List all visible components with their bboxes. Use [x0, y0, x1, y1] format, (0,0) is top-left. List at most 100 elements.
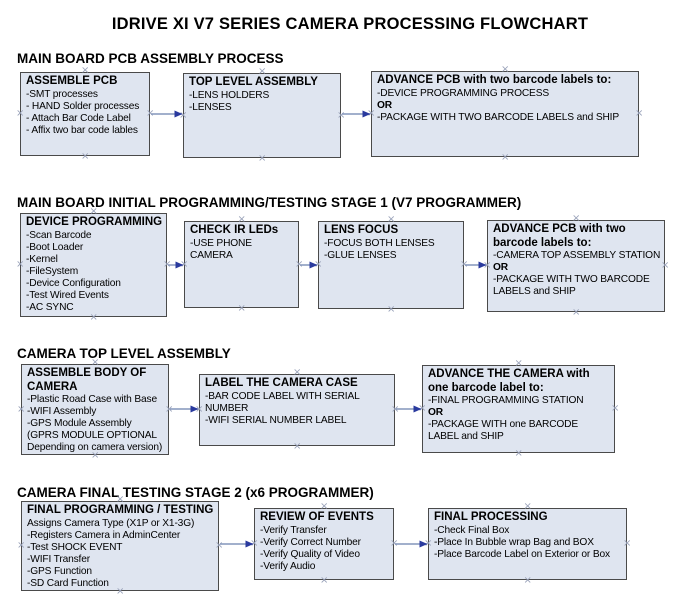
box-title: DEVICE PROGRAMMING	[26, 216, 163, 228]
connection-handle-icon	[17, 405, 25, 414]
connection-handle-icon	[295, 260, 303, 269]
box-item: -Kernel	[26, 253, 58, 265]
connection-handle-icon	[258, 67, 266, 76]
connection-handle-icon	[387, 215, 395, 224]
box-item: -FOCUS BOTH LENSES	[324, 237, 435, 249]
box-item: -Scan Barcode	[26, 229, 92, 241]
flow-box-lens-focus: LENS FOCUS -FOCUS BOTH LENSES -GLUE LENS…	[318, 221, 464, 309]
connection-handle-icon	[501, 65, 509, 74]
connection-handle-icon	[661, 261, 669, 270]
flow-box-check-ir-leds: CHECK IR LEDs -USE PHONE CAMERA	[184, 221, 299, 308]
connection-handle-icon	[424, 539, 432, 548]
box-item: -Verify Correct Number	[260, 536, 361, 548]
connection-handle-icon	[320, 502, 328, 511]
section-heading-pcb-assembly: MAIN BOARD PCB ASSEMBLY PROCESS	[17, 51, 284, 66]
connection-handle-icon	[90, 313, 98, 322]
box-item: - Affix two bar code lables	[26, 124, 138, 136]
box-item: Depending on camera version)	[27, 442, 163, 453]
flow-box-final-processing: FINAL PROCESSING -Check Final Box -Place…	[428, 508, 627, 580]
connection-handle-icon	[81, 152, 89, 161]
box-item: -Verify Quality of Video	[260, 548, 360, 560]
connection-handle-icon	[391, 405, 399, 414]
box-title: ADVANCE PCB with two barcode labels to:	[493, 223, 626, 249]
box-item: -SD Card Function	[27, 577, 109, 589]
connection-handle-icon	[337, 111, 345, 120]
box-title: ASSEMBLE BODY OF CAMERA	[27, 367, 147, 393]
connection-handle-icon	[238, 215, 246, 224]
connection-handle-icon	[320, 576, 328, 585]
box-title: FINAL PROCESSING	[434, 511, 548, 523]
box-item: -FileSystem	[26, 265, 79, 277]
connection-handle-icon	[623, 539, 631, 548]
box-title: ADVANCE PCB with two barcode labels to:	[377, 74, 612, 86]
box-item: -BAR CODE LABEL WITH SERIAL NUMBER	[205, 390, 360, 414]
flow-box-assemble-body: ASSEMBLE BODY OF CAMERA -Plastic Road Ca…	[21, 364, 169, 455]
connection-handle-icon	[293, 368, 301, 377]
connection-handle-icon	[215, 541, 223, 550]
flow-box-label-camera-case: LABEL THE CAMERA CASE -BAR CODE LABEL WI…	[199, 374, 395, 446]
connection-handle-icon	[146, 109, 154, 118]
box-title: FINAL PROGRAMMING / TESTING	[27, 504, 214, 516]
box-item: -Test Wired Events	[26, 289, 109, 301]
box-item: -USE PHONE CAMERA	[190, 237, 252, 261]
box-item: -Verify Transfer	[260, 524, 327, 536]
connection-handle-icon	[81, 66, 89, 75]
connection-handle-icon	[367, 109, 375, 118]
box-title: ASSEMBLE PCB	[26, 75, 118, 87]
box-item: - Attach Bar Code Label	[26, 112, 131, 124]
section-heading-camera-top-assembly: CAMERA TOP LEVEL ASSEMBLY	[17, 346, 231, 361]
box-item: -GPS Module Assembly	[27, 418, 132, 429]
box-item: -GPS Function	[27, 565, 92, 577]
box-item: -PACKAGE WITH TWO BARCODE LABELS and SHI…	[377, 111, 619, 123]
box-item: -Check Final Box	[434, 524, 510, 536]
connection-handle-icon	[635, 109, 643, 118]
flow-box-advance-camera: ADVANCE THE CAMERA with one barcode labe…	[422, 365, 615, 453]
box-item: (GPRS MODULE OPTIONAL	[27, 430, 157, 441]
box-item: -LENS HOLDERS	[189, 89, 270, 101]
box-item: -Verify Audio	[260, 560, 316, 572]
section-heading-final-testing-stage2: CAMERA FINAL TESTING STAGE 2 (x6 PROGRAM…	[17, 485, 374, 500]
box-item: -LENSES	[189, 101, 232, 113]
box-item: -WIFI SERIAL NUMBER LABEL	[205, 414, 347, 426]
connection-handle-icon	[179, 111, 187, 120]
connection-handle-icon	[163, 260, 171, 269]
box-item: -WIFI Assembly	[27, 406, 97, 417]
flow-box-device-programming: DEVICE PROGRAMMING -Scan Barcode -Boot L…	[20, 213, 167, 317]
connection-handle-icon	[483, 261, 491, 270]
connection-handle-icon	[293, 442, 301, 451]
box-title: REVIEW OF EVENTS	[260, 511, 374, 523]
box-item: -Boot Loader	[26, 241, 84, 253]
box-item: -PACKAGE WITH TWO BARCODE LABELS and SHI…	[493, 274, 650, 297]
flow-box-advance-pcb-stage0: ADVANCE PCB with two barcode labels to: …	[371, 71, 639, 157]
connection-handle-icon	[165, 405, 173, 414]
connection-handle-icon	[524, 576, 532, 585]
box-item: Assigns Camera Type (X1P or X1-3G)	[27, 517, 195, 529]
connection-handle-icon	[16, 260, 24, 269]
connection-handle-icon	[515, 449, 523, 458]
box-item: -WIFI Transfer	[27, 553, 90, 565]
flow-box-top-level-assembly: TOP LEVEL ASSEMBLY -LENS HOLDERS -LENSES	[183, 73, 341, 158]
connection-handle-icon	[180, 260, 188, 269]
box-item: -DEVICE PROGRAMMING PROCESS	[377, 87, 549, 99]
flow-box-review-of-events: REVIEW OF EVENTS -Verify Transfer -Verif…	[254, 508, 394, 580]
box-item: -CAMERA TOP ASSEMBLY STATION	[493, 250, 661, 261]
box-item: -Registers Camera in AdminCenter	[27, 529, 181, 541]
connection-handle-icon	[390, 539, 398, 548]
box-item: -SMT processes	[26, 88, 98, 100]
box-item: OR	[493, 262, 508, 273]
connection-handle-icon	[572, 214, 580, 223]
connection-handle-icon	[515, 359, 523, 368]
connection-handle-icon	[314, 260, 322, 269]
connection-handle-icon	[16, 109, 24, 118]
box-item: -Place Barcode Label on Exterior or Box	[434, 548, 610, 560]
flow-box-advance-pcb-stage1: ADVANCE PCB with two barcode labels to: …	[487, 220, 665, 312]
connection-handle-icon	[258, 154, 266, 163]
box-item: -PACKAGE WITH one BARCODE LABEL and SHIP	[428, 419, 579, 442]
connection-handle-icon	[17, 541, 25, 550]
box-title: LENS FOCUS	[324, 224, 399, 236]
connection-handle-icon	[460, 260, 468, 269]
box-title: TOP LEVEL ASSEMBLY	[189, 76, 318, 88]
connection-handle-icon	[418, 404, 426, 413]
box-item: OR	[428, 407, 443, 418]
